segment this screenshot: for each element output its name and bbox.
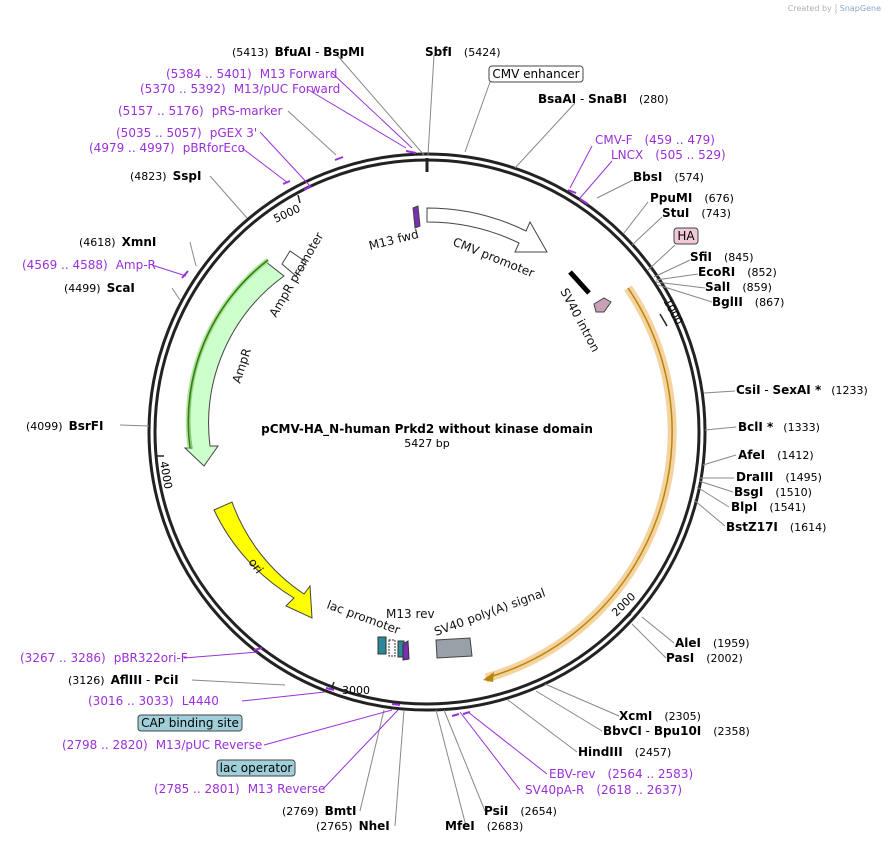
- site-bsgi[interactable]: BsgI(1510): [734, 485, 812, 499]
- tick-4000: 4000: [157, 455, 175, 490]
- primer-m13-forward[interactable]: (5384 .. 5401)M13 Forward: [166, 67, 337, 81]
- snapgene-logo-icon: ⸾: [834, 4, 838, 13]
- lac-operator-text: lac operator: [220, 761, 293, 775]
- primer-m13-puc-reverse[interactable]: (2798 .. 2820)M13/pUC Reverse: [62, 738, 262, 752]
- cap-binding-site-text: CAP binding site: [141, 716, 239, 730]
- site-ecori[interactable]: EcoRI(852): [698, 265, 777, 279]
- site-bglii[interactable]: BglII(867): [712, 295, 784, 309]
- site-nhei[interactable]: (2765)NheI: [316, 819, 390, 833]
- site-mfei[interactable]: MfeI(2683): [445, 819, 523, 833]
- m13-rev-label: M13 rev: [386, 607, 435, 621]
- primer-marks: [181, 150, 589, 717]
- feature-sv40-intron[interactable]: SV40 intron: [557, 270, 603, 355]
- m13-fwd-label: M13 fwd: [367, 227, 420, 253]
- primer-pbr322ori-f[interactable]: (3267 .. 3286)pBR322ori-F: [20, 651, 188, 665]
- site-bstz17i[interactable]: BstZ17I(1614): [726, 520, 826, 534]
- boxed-label-cmv-enhancer[interactable]: CMV enhancer: [488, 65, 584, 83]
- primer-l4440[interactable]: (3016 .. 3033)L4440: [88, 694, 219, 708]
- primer-prs-marker[interactable]: (5157 .. 5176)pRS-marker: [118, 104, 282, 118]
- plasmid-size: 5427 bp: [404, 437, 449, 450]
- primer-ebv-rev[interactable]: EBV-rev(2564 .. 2583): [549, 767, 693, 781]
- site-blpi[interactable]: BlpI(1541): [731, 500, 806, 514]
- credit-prefix: Created by: [787, 4, 832, 13]
- cmv-enhancer-text: CMV enhancer: [492, 67, 579, 81]
- site-bbvci-bpu10i[interactable]: BbvCI - Bpu10I(2358): [603, 724, 750, 738]
- primer-m13-reverse[interactable]: (2785 .. 2801)M13 Reverse: [154, 782, 325, 796]
- site-afei[interactable]: AfeI(1412): [738, 448, 814, 462]
- primer-amp-r[interactable]: (4569 .. 4588)Amp-R: [22, 258, 156, 272]
- feature-sv40-polya[interactable]: SV40 poly(A) signal: [432, 586, 547, 659]
- feature-ori[interactable]: ori: [213, 501, 313, 619]
- primer-m13-puc-forward[interactable]: (5370 .. 5392)M13/pUC Forward: [140, 82, 340, 96]
- site-csii-sexai[interactable]: CsiI - SexAI *(1233): [736, 383, 868, 397]
- site-ppumi[interactable]: PpuMI(676): [650, 191, 734, 205]
- snapgene-credit: Created by ⸾ SnapGene: [788, 3, 881, 14]
- feature-m13-rev[interactable]: M13 rev: [386, 607, 435, 661]
- site-scai[interactable]: (4499)ScaI: [64, 281, 135, 295]
- feature-ampr[interactable]: AmpR: [183, 258, 285, 467]
- tick-1000: 1000: [659, 296, 685, 327]
- feature-ha[interactable]: [593, 297, 612, 313]
- primer-pgex-3[interactable]: (5035 .. 5057)pGEX 3': [116, 126, 257, 140]
- feature-cmv-promoter[interactable]: CMV promoter: [426, 207, 548, 280]
- site-alei[interactable]: AleI(1959): [675, 636, 750, 650]
- site-xcmi[interactable]: XcmI(2305): [619, 709, 701, 723]
- site-hindiii[interactable]: HindIII(2457): [578, 745, 671, 759]
- site-xmni[interactable]: (4618)XmnI: [79, 235, 156, 249]
- feature-lac-operator-mark[interactable]: [388, 639, 405, 658]
- restriction-site-labels: (5413)BfuAI - BspMI SbfI(5424) BsaAI - S…: [26, 45, 868, 833]
- primer-labels: (5384 .. 5401)M13 Forward (5370 .. 5392)…: [20, 67, 726, 797]
- primer-pbrforeco[interactable]: (4979 .. 4997)pBRforEco: [89, 141, 245, 155]
- primer-lncx[interactable]: LNCX(505 .. 529): [611, 148, 726, 162]
- site-bmti[interactable]: (2769)BmtI: [282, 804, 356, 818]
- tick-label-4000: 4000: [157, 460, 175, 490]
- feature-orf[interactable]: [483, 285, 677, 683]
- primer-leader-lines: [151, 72, 613, 791]
- site-bbsi[interactable]: BbsI(574): [633, 170, 704, 184]
- site-psii[interactable]: PsiI(2654): [484, 804, 557, 818]
- boxed-label-lac-operator[interactable]: lac operator: [216, 759, 296, 777]
- site-sbfi[interactable]: SbfI(5424): [425, 45, 501, 59]
- primer-cmv-f[interactable]: CMV-F(459 .. 479): [595, 133, 715, 147]
- plasmid-backbone: [147, 152, 707, 712]
- site-bsrfi[interactable]: (4099)BsrFI: [26, 419, 103, 433]
- feature-m13-fwd[interactable]: M13 fwd: [367, 205, 421, 253]
- site-afliii-pcii[interactable]: (3126)AflIII - PciI: [68, 673, 179, 687]
- plasmid-name: pCMV-HA_N-human Prkd2 without kinase dom…: [261, 422, 593, 437]
- site-sspi[interactable]: (4823)SspI: [130, 169, 201, 183]
- sv40-intron-label: SV40 intron: [557, 286, 602, 355]
- site-stui[interactable]: StuI(743): [662, 206, 731, 220]
- ampr-label: AmpR: [230, 346, 254, 384]
- tick-label-3000: 3000: [342, 684, 370, 697]
- credit-brand: SnapGene: [839, 4, 881, 13]
- boxed-label-cap-binding-site[interactable]: CAP binding site: [137, 714, 243, 732]
- primer-sv40pa-r[interactable]: SV40pA-R(2618 .. 2637): [525, 783, 682, 797]
- site-sali[interactable]: SalI(859): [705, 280, 772, 294]
- ha-text: HA: [677, 229, 695, 243]
- site-sfii[interactable]: SfiI(845): [690, 250, 754, 264]
- site-bcli[interactable]: BclI *(1333): [738, 420, 820, 434]
- site-bsaai-snabi[interactable]: BsaAI - SnaBI(280): [538, 92, 669, 106]
- site-bfuai-bspmi[interactable]: (5413)BfuAI - BspMI: [232, 45, 365, 59]
- boxed-label-ha[interactable]: HA: [673, 227, 699, 245]
- sv40-polya-label: SV40 poly(A) signal: [432, 586, 547, 639]
- leader-lines: [119, 54, 737, 827]
- site-draiii[interactable]: DraIII(1495): [736, 470, 822, 484]
- site-pasi[interactable]: PasI(2002): [666, 651, 743, 665]
